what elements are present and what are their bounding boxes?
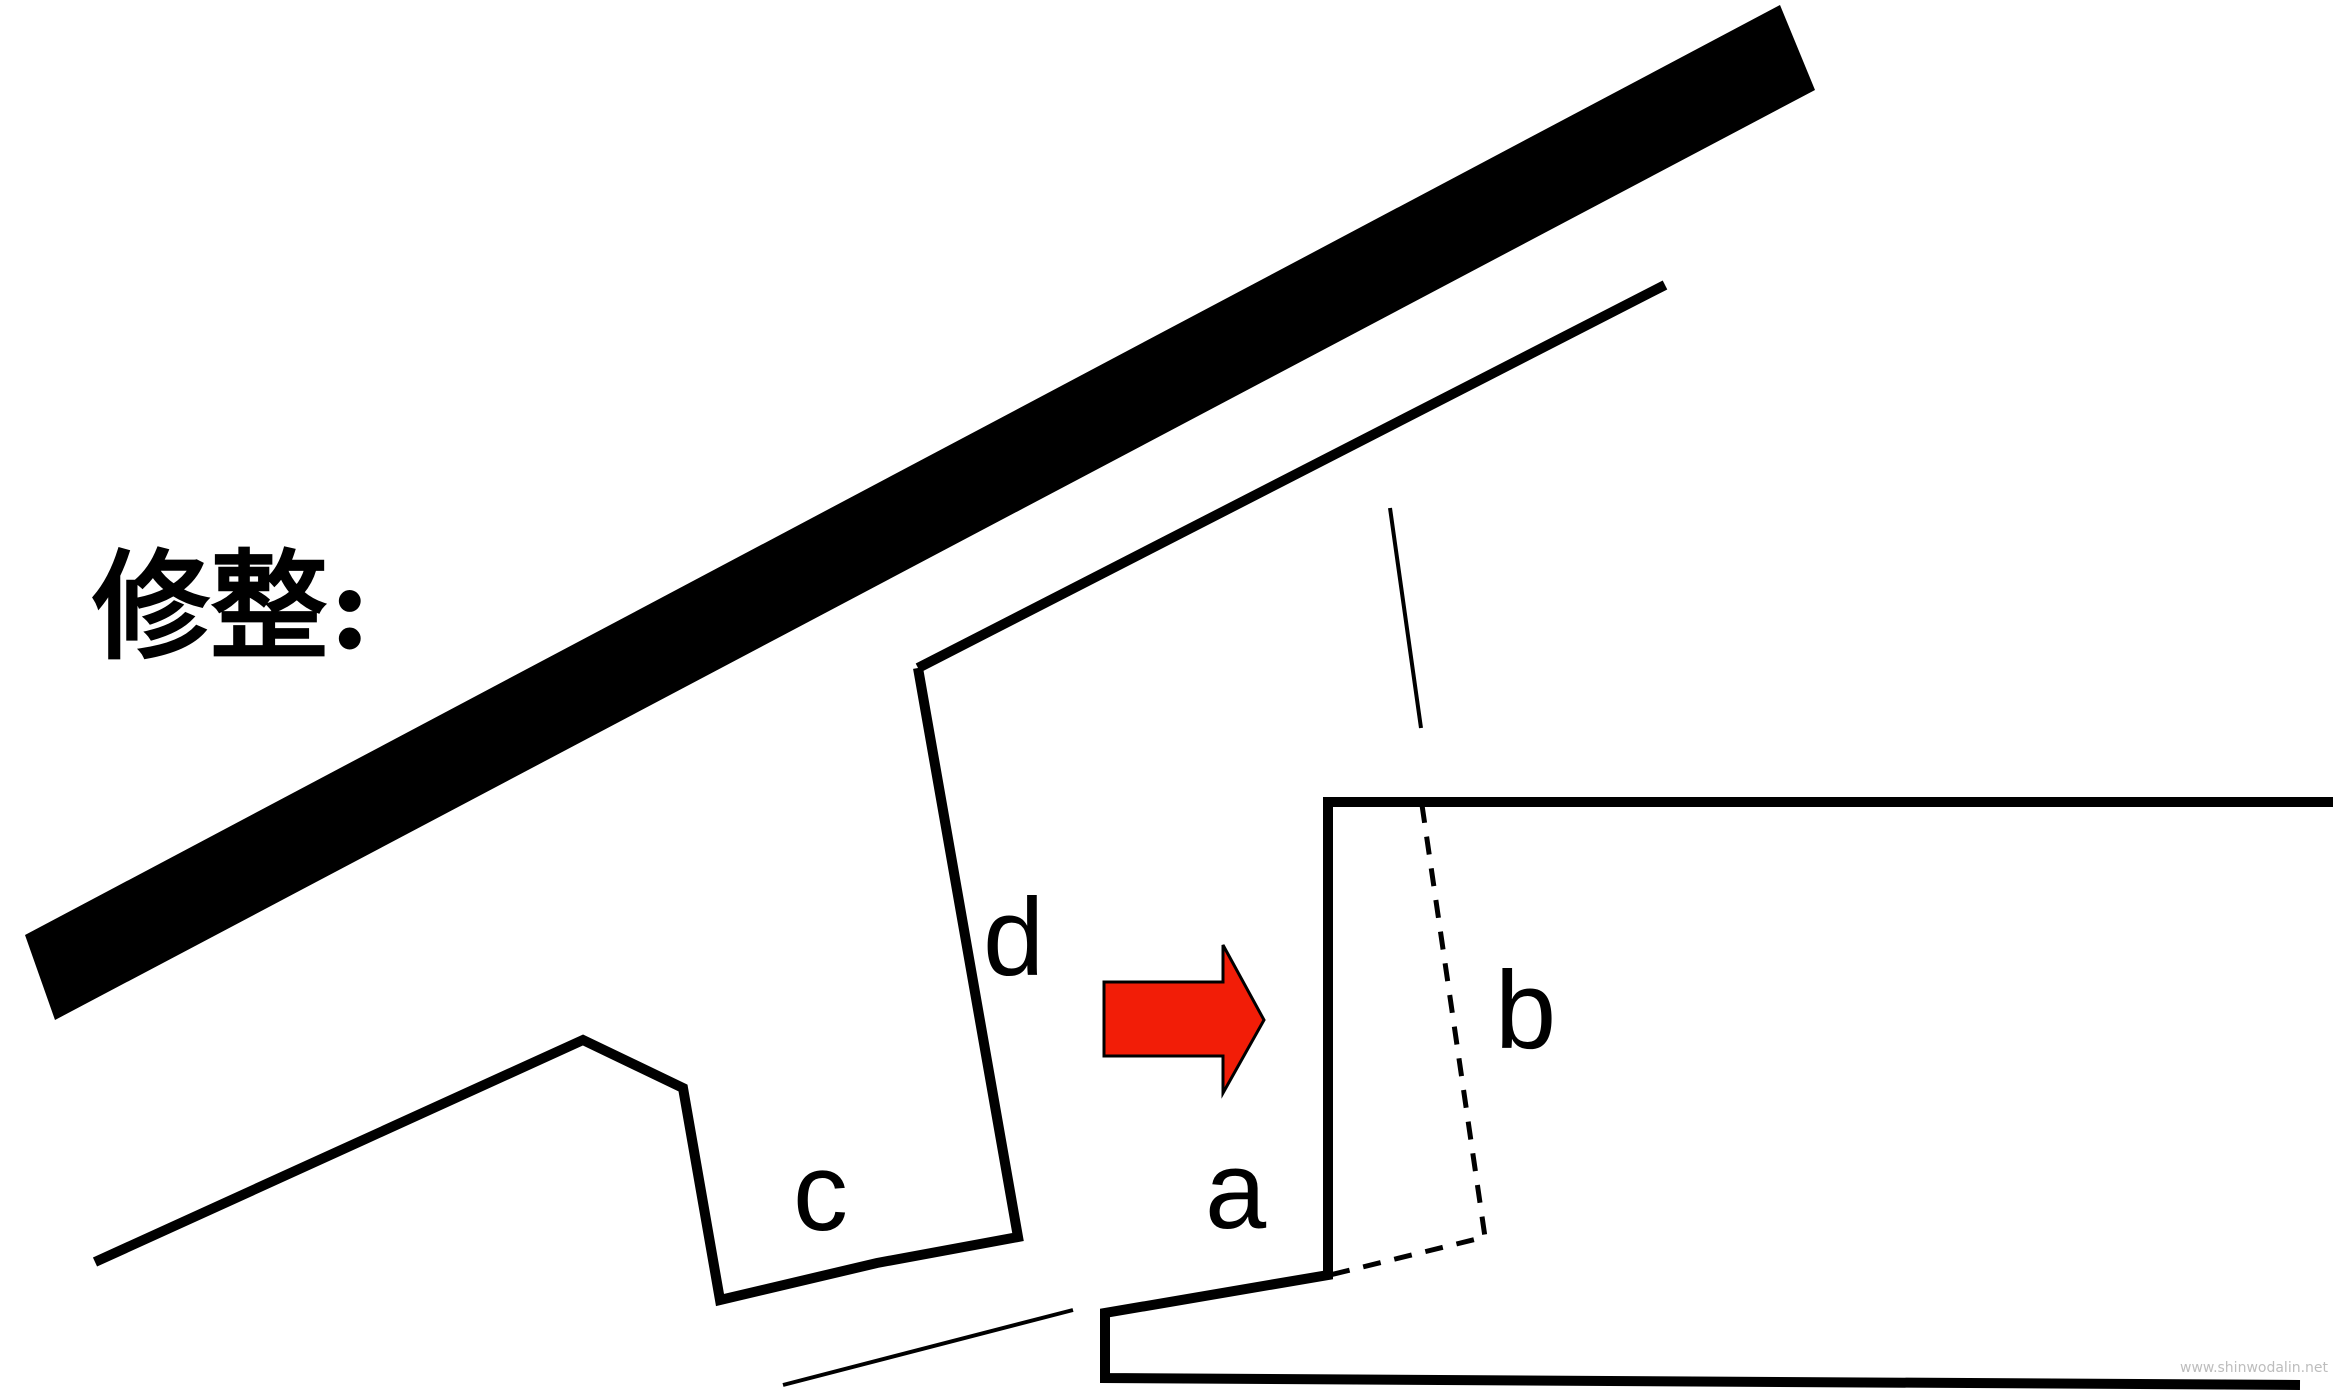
right-shape-outline	[1100, 797, 2333, 1390]
right-arrow-icon	[1102, 944, 1266, 1099]
short-thin-line	[1388, 507, 1423, 729]
upper-diagonal-edge	[915, 280, 1668, 673]
diagram-title: 修整:	[92, 537, 372, 676]
dashed-trim-line	[1329, 804, 1488, 1278]
label-c: c	[793, 1131, 848, 1254]
left-shape-outline	[92, 667, 1024, 1307]
label-b: b	[1495, 949, 1556, 1072]
watermark: www.shinwodalin.net	[2180, 1360, 2329, 1376]
lower-thin-line	[782, 1308, 1074, 1387]
label-d: d	[983, 876, 1044, 999]
thick-diagonal-beam	[25, 5, 1815, 1020]
label-a: a	[1205, 1129, 1267, 1252]
